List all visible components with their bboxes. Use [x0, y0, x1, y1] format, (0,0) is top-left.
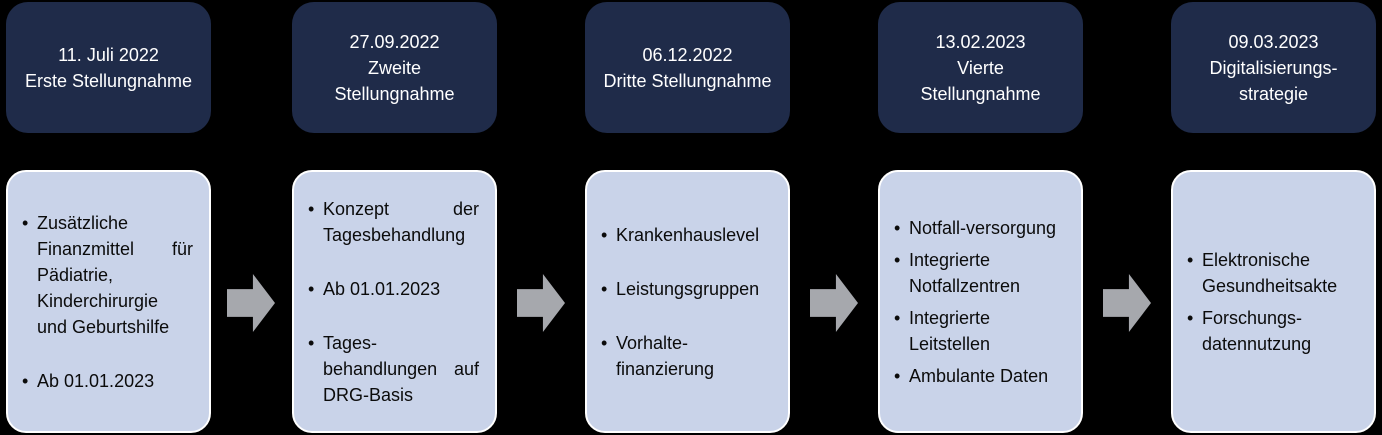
timeline-column-5: 09.03.2023 Digitalisierungs-strategie El…: [1171, 2, 1376, 433]
timeline-column-3: 06.12.2022 Dritte Stellungnahme Krankenh…: [585, 2, 790, 433]
bullet-item: Ambulante Daten: [893, 363, 1065, 389]
bullet-list: Notfall-versorgungIntegrierte Notfallzen…: [880, 215, 1081, 389]
bullet-list: Elektronische GesundheitsakteForschungs-…: [1173, 247, 1374, 357]
bullet-item: Konzept der Tagesbehandlung: [307, 196, 479, 248]
bullet-list: Zusätzliche Finanzmittel für Pädiatrie, …: [8, 210, 209, 394]
milestone-details-2: Konzept der Tagesbehandlung Ab 01.01.2023…: [292, 170, 497, 433]
bullet-item: Integrierte Notfallzentren: [893, 247, 1065, 299]
arrow-right-icon: [227, 274, 275, 332]
arrow-right-icon: [1103, 274, 1151, 332]
bullet-item: Forschungs-datennutzung: [1186, 305, 1358, 357]
milestone-details-5: Elektronische GesundheitsakteForschungs-…: [1171, 170, 1376, 433]
bullet-list: Konzept der Tagesbehandlung Ab 01.01.2023…: [294, 196, 495, 408]
milestone-date: 27.09.2022: [349, 31, 440, 52]
bullet-item: Elektronische Gesundheitsakte: [1186, 247, 1358, 299]
milestone-date: 09.03.2023: [1228, 31, 1319, 52]
arrow-right-icon: [810, 274, 858, 332]
milestone-title: Dritte Stellungnahme: [603, 70, 772, 91]
bullet-item: Notfall-versorgung: [893, 215, 1065, 241]
milestone-date: 06.12.2022: [642, 44, 733, 65]
bullet-item: Leistungsgruppen: [600, 276, 772, 302]
timeline-column-1: 11. Juli 2022 Erste Stellungnahme Zusätz…: [6, 2, 211, 433]
bullet-item: Vorhalte-finanzierung: [600, 330, 772, 382]
bullet-item: Ab 01.01.2023: [21, 368, 193, 394]
milestone-title: Erste Stellungnahme: [24, 70, 193, 91]
bullet-item: Ab 01.01.2023: [307, 276, 479, 302]
milestone-details-3: KrankenhauslevelLeistungsgruppenVorhalte…: [585, 170, 790, 433]
bullet-item: Zusätzliche Finanzmittel für Pädiatrie, …: [21, 210, 193, 340]
milestone-title: Digitalisierungs-strategie: [1209, 57, 1338, 104]
milestone-header-3: 06.12.2022 Dritte Stellungnahme: [585, 2, 790, 133]
timeline-column-2: 27.09.2022 Zweite Stellungnahme Konzept …: [292, 2, 497, 433]
arrow-right-icon: [517, 274, 565, 332]
milestone-date: 13.02.2023: [935, 31, 1026, 52]
milestone-date: 11. Juli 2022: [58, 44, 159, 65]
milestone-header-5: 09.03.2023 Digitalisierungs-strategie: [1171, 2, 1376, 133]
milestone-header-4: 13.02.2023 Vierte Stellungnahme: [878, 2, 1083, 133]
bullet-item: Integrierte Leitstellen: [893, 305, 1065, 357]
bullet-list: KrankenhauslevelLeistungsgruppenVorhalte…: [587, 222, 788, 382]
milestone-title: Vierte Stellungnahme: [920, 57, 1041, 104]
milestone-details-4: Notfall-versorgungIntegrierte Notfallzen…: [878, 170, 1083, 433]
milestone-header-2: 27.09.2022 Zweite Stellungnahme: [292, 2, 497, 133]
milestone-title: Zweite Stellungnahme: [334, 57, 455, 104]
milestone-header-1: 11. Juli 2022 Erste Stellungnahme: [6, 2, 211, 133]
timeline-column-4: 13.02.2023 Vierte Stellungnahme Notfall-…: [878, 2, 1083, 433]
bullet-item: Krankenhauslevel: [600, 222, 772, 248]
milestone-details-1: Zusätzliche Finanzmittel für Pädiatrie, …: [6, 170, 211, 433]
bullet-item: Tages-behandlungen auf DRG-Basis: [307, 330, 479, 408]
